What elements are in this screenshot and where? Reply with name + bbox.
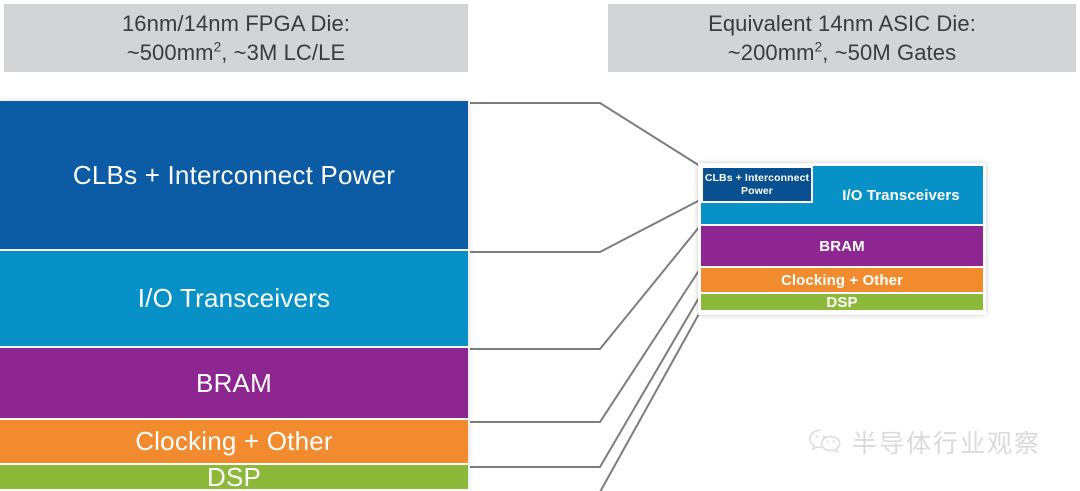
asic-caption-line1: Equivalent 14nm ASIC Die: bbox=[708, 10, 976, 36]
asic-block-label: I/O Transceivers bbox=[842, 186, 960, 204]
fpga-die-caption: 16nm/14nm FPGA Die: ~500mm2, ~3M LC/LE bbox=[4, 4, 468, 72]
fpga-caption-line1: 16nm/14nm FPGA Die: bbox=[121, 10, 351, 36]
fpga-block-bram[interactable]: BRAM bbox=[0, 348, 468, 420]
asic-caption-area-exponent: 2 bbox=[814, 39, 823, 55]
fpga-caption-line2: ~500mm2, ~3M LC/LE bbox=[127, 38, 346, 67]
connector-clb-io bbox=[470, 199, 701, 253]
fpga-block-label: I/O Transceivers bbox=[137, 283, 331, 313]
watermark: 半导体行业观察 bbox=[808, 424, 1041, 460]
fpga-caption-area-suffix: , ~3M LC/LE bbox=[221, 40, 346, 65]
fpga-caption-area-prefix: ~500mm bbox=[126, 40, 214, 65]
asic-caption-area-suffix: , ~50M Gates bbox=[822, 40, 957, 65]
connector-bottom bbox=[470, 311, 701, 491]
asic-caption-line2: ~200mm2, ~50M Gates bbox=[728, 38, 956, 67]
fpga-block-label: CLBs + Interconnect Power bbox=[72, 159, 396, 190]
asic-block-label: Clocking + Other bbox=[780, 271, 904, 289]
asic-block-bram[interactable]: BRAM bbox=[701, 226, 983, 268]
fpga-block-clocking-other[interactable]: Clocking + Other bbox=[0, 420, 468, 465]
fpga-caption-area-exponent: 2 bbox=[213, 39, 222, 55]
asic-block-clbs-interconnect-power[interactable]: CLBs + Interconnect Power bbox=[701, 166, 813, 203]
fpga-block-dsp[interactable]: DSP bbox=[0, 461, 468, 491]
asic-block-label: CLBs + Interconnect Power bbox=[704, 172, 810, 197]
asic-block-clocking-other[interactable]: Clocking + Other bbox=[701, 268, 983, 294]
asic-block-dsp[interactable]: DSP bbox=[701, 294, 983, 312]
connector-top bbox=[470, 102, 701, 167]
asic-block-label: DSP bbox=[826, 293, 858, 311]
connector-io-bram bbox=[470, 225, 701, 350]
fpga-block-label: BRAM bbox=[196, 367, 272, 398]
asic-caption-area-prefix: ~200mm bbox=[727, 40, 815, 65]
fpga-block-io-transceivers[interactable]: I/O Transceivers bbox=[0, 251, 468, 348]
asic-die-stack: I/O Transceivers BRAM Clocking + Other D… bbox=[698, 163, 986, 315]
fpga-die-stack: CLBs + Interconnect Power I/O Transceive… bbox=[0, 101, 468, 491]
fpga-block-clbs-interconnect-power[interactable]: CLBs + Interconnect Power bbox=[0, 101, 468, 251]
connector-clocking-dsp bbox=[470, 295, 701, 468]
asic-die-stack-inner: I/O Transceivers BRAM Clocking + Other D… bbox=[701, 166, 983, 312]
asic-die-caption: Equivalent 14nm ASIC Die: ~200mm2, ~50M … bbox=[608, 4, 1076, 72]
fpga-block-label: Clocking + Other bbox=[135, 426, 333, 456]
asic-block-label: BRAM bbox=[819, 237, 865, 255]
wechat-icon bbox=[808, 429, 841, 454]
watermark-text: 半导体行业观察 bbox=[852, 430, 1042, 458]
connector-bram-clocking bbox=[470, 268, 701, 423]
fpga-block-label: DSP bbox=[206, 461, 262, 491]
